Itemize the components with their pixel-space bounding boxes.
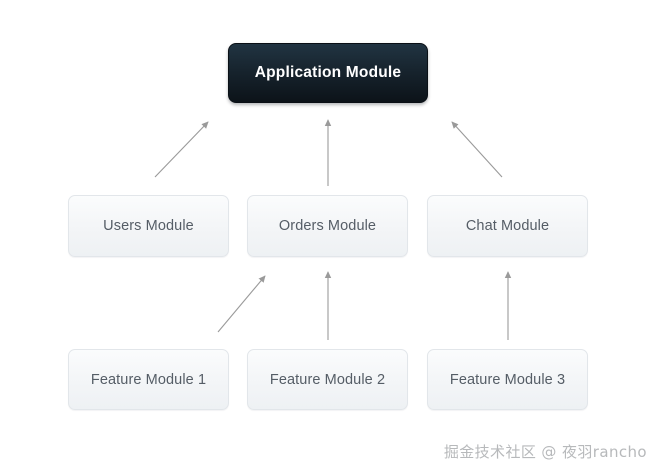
node-feature-module-3[interactable]: Feature Module 3 xyxy=(427,349,588,410)
node-feature-module-1[interactable]: Feature Module 1 xyxy=(68,349,229,410)
edge-chat-to-application xyxy=(451,121,503,178)
edge-feature1-to-users xyxy=(217,275,266,333)
node-feature-module-1-label: Feature Module 1 xyxy=(90,371,207,388)
node-orders-module-label: Orders Module xyxy=(278,218,377,234)
watermark-text: 掘金技术社区 @ 夜羽rancho xyxy=(443,443,647,461)
edge-users-to-application xyxy=(154,121,209,178)
node-feature-module-2[interactable]: Feature Module 2 xyxy=(247,349,408,410)
node-users-module[interactable]: Users Module xyxy=(68,195,229,257)
node-application-module-label: Application Module xyxy=(254,64,402,81)
node-chat-module[interactable]: Chat Module xyxy=(427,195,588,257)
node-chat-module-label: Chat Module xyxy=(465,218,550,234)
node-orders-module[interactable]: Orders Module xyxy=(247,195,408,257)
node-application-module[interactable]: Application Module xyxy=(228,43,428,103)
node-users-module-label: Users Module xyxy=(103,218,194,234)
node-feature-module-2-label: Feature Module 2 xyxy=(269,371,386,388)
node-feature-module-3-label: Feature Module 3 xyxy=(449,371,566,388)
